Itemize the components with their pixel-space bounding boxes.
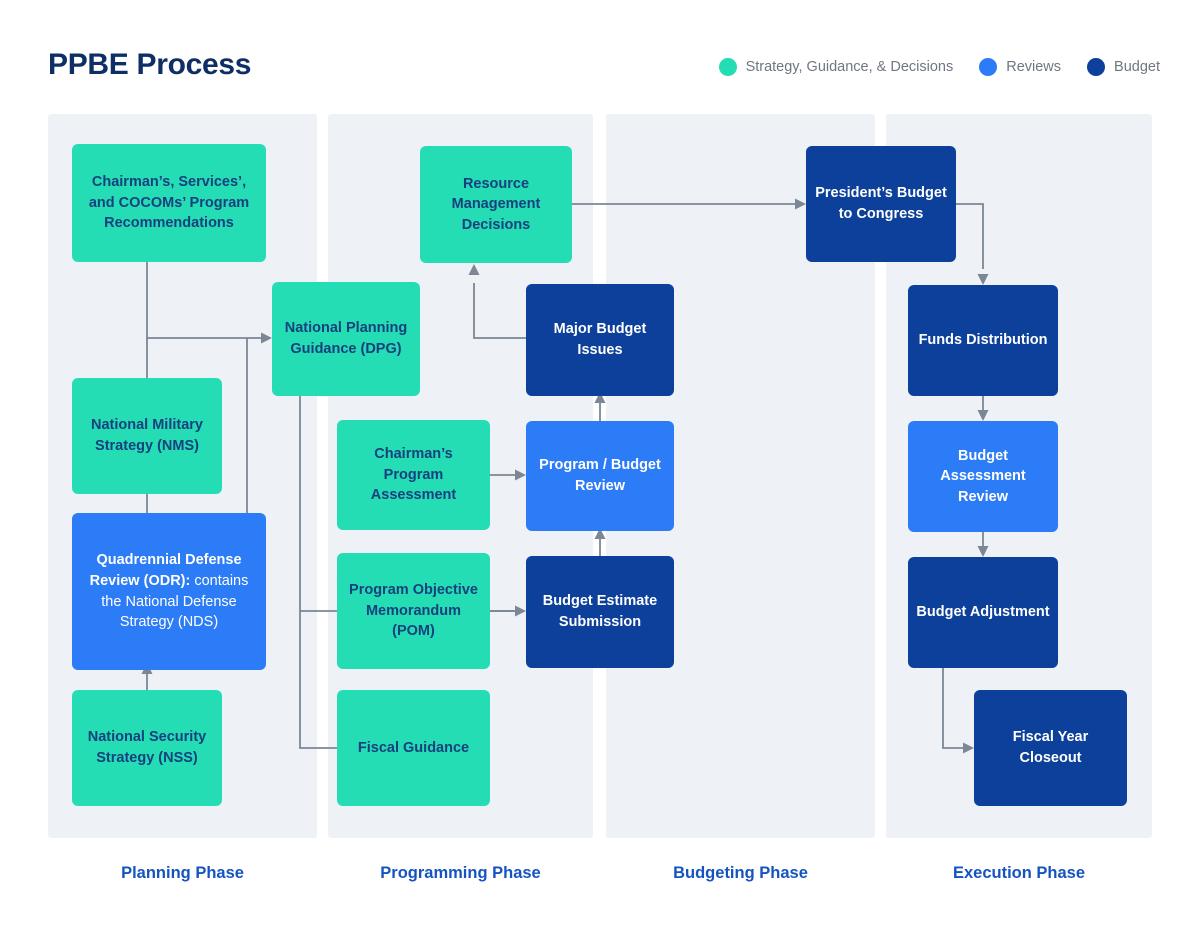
node-label: Fiscal Guidance bbox=[357, 739, 470, 756]
legend-dot-blue-icon bbox=[979, 58, 998, 76]
node-national-military-strategy[interactable]: National Military Strategy (NMS) bbox=[72, 378, 222, 494]
arrowhead-dpg-to-pom bbox=[515, 605, 526, 617]
node-label: President’s Budget to Congress bbox=[815, 185, 947, 222]
node-label: Major Budget Issues bbox=[553, 321, 647, 358]
legend: Strategy, Guidance, & Decisions Reviews … bbox=[718, 58, 1160, 76]
legend-item-strategy: Strategy, Guidance, & Decisions bbox=[718, 58, 954, 76]
node-fiscal-year-closeout[interactable]: Fiscal Year Closeout bbox=[974, 690, 1127, 806]
arrowhead-bar-to-adjustment bbox=[977, 546, 989, 557]
arrowhead-mbi-to-rmd bbox=[468, 264, 480, 275]
node-label: Budget Estimate Submission bbox=[542, 593, 658, 630]
node-label: Funds Distribution bbox=[918, 332, 1048, 349]
legend-dot-navy-icon bbox=[1087, 58, 1106, 76]
node-chairman-services-cocoms-recommendations[interactable]: Chairman’s, Services’, and COCOMs’ Progr… bbox=[72, 144, 266, 262]
node-label: Budget Assessment Review bbox=[940, 447, 1026, 505]
node-budget-adjustment[interactable]: Budget Adjustment bbox=[908, 557, 1058, 668]
page-title: PPBE Process bbox=[48, 48, 252, 81]
node-budget-assessment-review[interactable]: Budget Assessment Review bbox=[908, 421, 1058, 532]
node-label: Chairman’s, Services’, and COCOMs’ Progr… bbox=[88, 174, 250, 232]
node-funds-distribution[interactable]: Funds Distribution bbox=[908, 285, 1058, 396]
legend-label-budget: Budget bbox=[1114, 59, 1160, 75]
arrowhead-to-dpg bbox=[261, 332, 272, 344]
legend-dot-green-icon bbox=[718, 58, 737, 76]
node-program-budget-review[interactable]: Program / Budget Review bbox=[526, 421, 674, 531]
phase-label-budgeting: Budgeting Phase bbox=[673, 864, 808, 882]
arrowhead-pb-to-funds bbox=[977, 274, 989, 285]
node-national-security-strategy[interactable]: National Security Strategy (NSS) bbox=[72, 690, 222, 806]
node-presidents-budget-to-congress[interactable]: President’s Budget to Congress bbox=[806, 146, 956, 262]
node-label: Program / Budget Review bbox=[539, 457, 661, 494]
legend-label-strategy: Strategy, Guidance, & Decisions bbox=[745, 59, 954, 75]
node-program-objective-memorandum[interactable]: Program Objective Memorandum (POM) bbox=[337, 553, 490, 669]
phase-label-programming: Programming Phase bbox=[380, 864, 541, 882]
legend-item-reviews: Reviews bbox=[979, 58, 1061, 76]
node-budget-estimate-submission[interactable]: Budget Estimate Submission bbox=[526, 556, 674, 668]
node-label: Chairman’s Program Assessment bbox=[370, 446, 457, 504]
node-label: National Planning Guidance (DPG) bbox=[284, 320, 408, 357]
connector-adjustment-to-closeout bbox=[942, 668, 966, 749]
node-label: National Security Strategy (NSS) bbox=[87, 729, 207, 766]
node-label: Fiscal Year Closeout bbox=[1012, 729, 1089, 766]
node-label: Budget Adjustment bbox=[916, 604, 1050, 621]
connector-pb-to-funds bbox=[956, 203, 984, 269]
arrowhead-pbr-to-mbi bbox=[594, 392, 606, 403]
arrowhead-adjustment-to-closeout bbox=[963, 742, 974, 754]
connector-mbi-to-rmd bbox=[473, 283, 528, 339]
node-quadrennial-defense-review[interactable]: Quadrennial Defense Review (ODR): contai… bbox=[72, 513, 266, 670]
legend-label-reviews: Reviews bbox=[1006, 59, 1062, 75]
arrowhead-funds-to-bar bbox=[977, 410, 989, 421]
node-label-bold: Quadrennial Defense Review (ODR): bbox=[89, 552, 242, 589]
phase-label-planning: Planning Phase bbox=[121, 864, 244, 882]
node-chairmans-program-assessment[interactable]: Chairman’s Program Assessment bbox=[337, 420, 490, 530]
arrowhead-cpa-to-pbr bbox=[515, 469, 526, 481]
arrowhead-bes-to-pbr bbox=[594, 528, 606, 539]
node-major-budget-issues[interactable]: Major Budget Issues bbox=[526, 284, 674, 396]
arrowhead-rmd-to-pb bbox=[795, 198, 806, 210]
node-fiscal-guidance[interactable]: Fiscal Guidance bbox=[337, 690, 490, 806]
legend-item-budget: Budget bbox=[1087, 58, 1160, 76]
node-national-planning-guidance[interactable]: National Planning Guidance (DPG) bbox=[272, 282, 420, 396]
node-resource-management-decisions[interactable]: Resource Management Decisions bbox=[420, 146, 572, 263]
phase-label-execution: Execution Phase bbox=[952, 864, 1086, 882]
connector-recommendations-to-dpg bbox=[146, 262, 265, 339]
connector-dpg-to-fiscal-guidance bbox=[299, 611, 337, 749]
node-label: Program Objective Memorandum (POM) bbox=[349, 582, 478, 640]
node-label-regular: contains the National Defense Strategy (… bbox=[101, 572, 249, 631]
node-label: Resource Management Decisions bbox=[451, 175, 541, 233]
node-label: National Military Strategy (NMS) bbox=[91, 417, 203, 454]
node-label-composite: Quadrennial Defense Review (ODR): contai… bbox=[80, 550, 258, 632]
